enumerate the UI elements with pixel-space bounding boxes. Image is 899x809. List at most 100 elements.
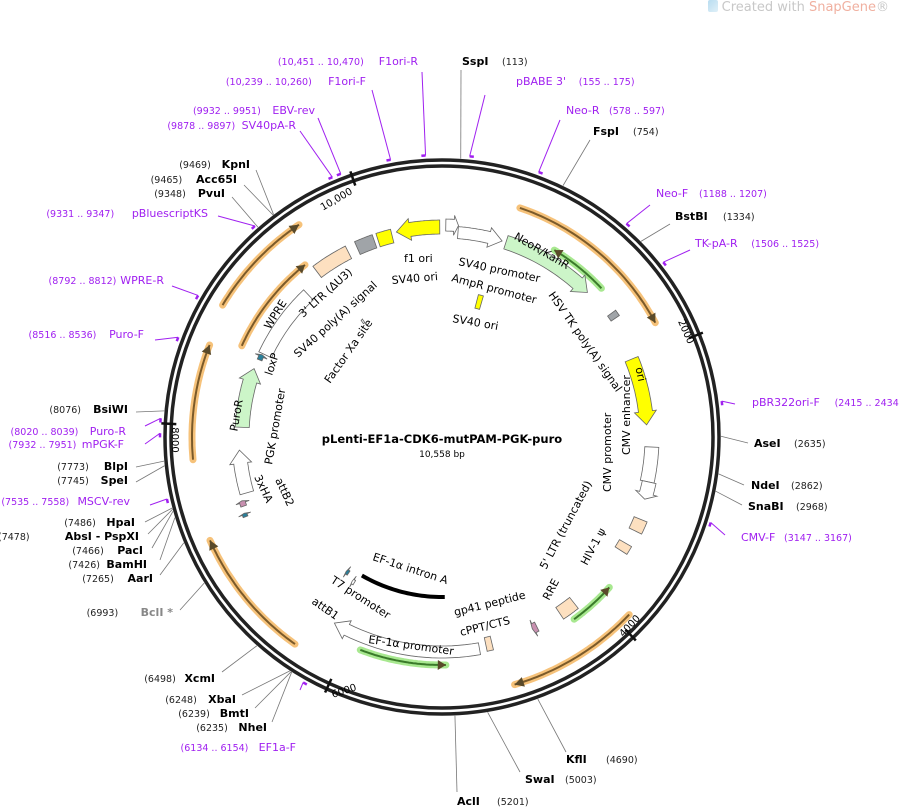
feature-factor-xa-site[interactable] bbox=[360, 318, 366, 325]
feature-loxp[interactable] bbox=[255, 353, 268, 362]
primer[interactable]: TK-pA-R(1506 .. 1525) bbox=[694, 237, 819, 250]
feature-5-ltr-truncated[interactable] bbox=[628, 516, 648, 535]
site-name: SwaI bbox=[525, 773, 555, 786]
plasmid-name: pLenti-EF1a-CDK6-mutPAM-PGK-puro bbox=[322, 432, 562, 446]
restriction-site[interactable]: BstBI(1334) bbox=[675, 210, 755, 223]
site-name: BclI * bbox=[141, 606, 174, 619]
feature-pgk-promoter[interactable] bbox=[228, 449, 255, 496]
restriction-site[interactable]: NdeI(2862) bbox=[751, 479, 823, 492]
primer-name: CMV-F bbox=[741, 531, 775, 544]
feature-neor-kanr[interactable] bbox=[503, 235, 588, 293]
orf-arrowhead-icon bbox=[646, 312, 656, 323]
site-leader-line bbox=[135, 460, 165, 468]
primer[interactable]: EBV-rev(9932 .. 9951) bbox=[193, 104, 316, 117]
primer[interactable]: WPRE-R(8792 .. 8812) bbox=[49, 274, 165, 287]
primer[interactable]: SV40pA-R(9878 .. 9897) bbox=[167, 119, 296, 132]
feature-sv40-poly-a-signal[interactable] bbox=[353, 234, 378, 256]
site-leader-line bbox=[135, 410, 165, 413]
restriction-site[interactable]: BamHI(7426) bbox=[68, 558, 147, 571]
feature-attb1[interactable] bbox=[349, 575, 357, 588]
primer[interactable]: mPGK-F(7932 .. 7951) bbox=[9, 438, 124, 451]
feature-cmv-promoter[interactable] bbox=[634, 480, 659, 500]
restriction-site[interactable]: Acc65I(9465) bbox=[151, 173, 237, 186]
site-name: NheI bbox=[238, 721, 267, 734]
primer[interactable]: Neo-R(578 .. 597) bbox=[566, 104, 665, 117]
primer[interactable]: CMV-F(3147 .. 3167) bbox=[741, 531, 852, 544]
feature-sv40-ori[interactable] bbox=[375, 228, 395, 248]
primer[interactable]: Puro-F(8516 .. 8536) bbox=[29, 328, 144, 341]
site-position: (6993) bbox=[87, 608, 119, 619]
restriction-site[interactable]: AclI(5201) bbox=[457, 795, 529, 808]
feature-label: f1 ori bbox=[404, 252, 433, 265]
primer[interactable]: pBR322ori-F(2415 .. 2434) bbox=[752, 396, 899, 409]
primer[interactable]: MSCV-rev(7535 .. 7558) bbox=[1, 495, 130, 508]
restriction-site[interactable]: BsiWI(8076) bbox=[49, 403, 128, 416]
tick-mark bbox=[624, 628, 637, 642]
primer-binding-mark bbox=[538, 170, 544, 175]
primer[interactable]: pBluescriptKS(9331 .. 9347) bbox=[46, 207, 208, 220]
site-name: BstBI bbox=[675, 210, 708, 223]
primer[interactable]: EF1a-F(6134 .. 6154) bbox=[181, 741, 296, 754]
primer-leader-line bbox=[710, 522, 726, 536]
primer-binding-mark bbox=[165, 498, 170, 504]
restriction-site[interactable]: AseI(2635) bbox=[754, 437, 826, 450]
restriction-site[interactable]: SspI(113) bbox=[462, 55, 528, 68]
feature-puror[interactable] bbox=[234, 368, 262, 429]
restriction-site[interactable]: AarI(7265) bbox=[82, 572, 153, 585]
restriction-site[interactable]: XbaI(6248) bbox=[165, 693, 236, 706]
feature-cmv-enhancer[interactable] bbox=[639, 446, 660, 484]
primer-binding-mark bbox=[336, 172, 342, 177]
feature-gp41-peptide[interactable] bbox=[483, 635, 495, 652]
restriction-site[interactable]: FspI(754) bbox=[593, 125, 659, 138]
feature-f1-ori[interactable] bbox=[395, 217, 441, 242]
tick-mark bbox=[323, 678, 333, 694]
primer[interactable]: Neo-F(1188 .. 1207) bbox=[656, 187, 767, 200]
primer-name: MSCV-rev bbox=[77, 495, 130, 508]
feature-label: SV40 ori bbox=[391, 270, 438, 287]
primer-leader-line bbox=[144, 417, 161, 427]
primer-name: Puro-R bbox=[90, 425, 127, 438]
feature-attb2[interactable] bbox=[238, 511, 251, 519]
primer-leader-line bbox=[663, 249, 691, 263]
primer[interactable]: F1ori-F(10,239 .. 10,260) bbox=[226, 75, 366, 88]
feature-ampr-promoter[interactable] bbox=[445, 215, 459, 236]
restriction-site[interactable]: SwaI(5003) bbox=[525, 773, 597, 786]
primer[interactable]: F1ori-R(10,451 .. 10,470) bbox=[278, 55, 419, 68]
restriction-site[interactable]: AbsI - PspXI(7478) bbox=[0, 530, 139, 543]
feature-hiv-1[interactable] bbox=[614, 539, 633, 555]
feature-3xha[interactable] bbox=[235, 500, 250, 508]
restriction-site[interactable]: BclI * (6993) bbox=[87, 606, 174, 619]
restriction-site[interactable]: XcmI(6498) bbox=[144, 672, 215, 685]
orf-arrowhead-icon bbox=[514, 677, 525, 687]
feature-wpre[interactable] bbox=[258, 289, 314, 359]
restriction-site[interactable]: SnaBI(2968) bbox=[748, 500, 828, 513]
tick-mark bbox=[688, 331, 704, 340]
restriction-site[interactable]: PvuI(9348) bbox=[154, 187, 225, 200]
primer[interactable]: Puro-R(8020 .. 8039) bbox=[11, 425, 127, 438]
restriction-site[interactable]: NheI(6235) bbox=[196, 721, 267, 734]
feature-rre[interactable] bbox=[555, 596, 579, 620]
site-position: (6498) bbox=[144, 674, 176, 685]
restriction-site[interactable]: HpaI(7486) bbox=[64, 516, 135, 529]
primer-range: (10,451 .. 10,470) bbox=[278, 57, 364, 68]
restriction-site[interactable]: BlpI(7773) bbox=[57, 460, 128, 473]
feature-ef-1-promoter[interactable] bbox=[333, 620, 481, 659]
feature-cppt-cts[interactable] bbox=[529, 619, 540, 637]
orf-arrowhead-icon bbox=[201, 344, 212, 355]
feature-ef1a-intron-a[interactable] bbox=[360, 573, 445, 600]
restriction-site[interactable]: SpeI(7745) bbox=[57, 474, 128, 487]
feature-hsv-tk-poly-a-signal[interactable] bbox=[607, 309, 620, 322]
primer-binding-mark bbox=[175, 336, 180, 342]
feature-sv40-promoter[interactable] bbox=[457, 226, 503, 248]
restriction-site[interactable]: KpnI(9469) bbox=[179, 158, 250, 171]
feature-t7-promoter[interactable] bbox=[342, 566, 352, 578]
primer-range: (2415 .. 2434) bbox=[835, 398, 899, 409]
primer-leader-line bbox=[149, 498, 168, 506]
restriction-site[interactable]: BmtI(6239) bbox=[178, 707, 249, 720]
restriction-site[interactable]: PacI(7466) bbox=[72, 544, 143, 557]
primer[interactable]: pBABE 3'(155 .. 175) bbox=[516, 75, 635, 88]
feature-3-ltr-u3[interactable] bbox=[312, 245, 353, 279]
restriction-site[interactable]: KflI(4690) bbox=[566, 753, 638, 766]
feature-sv40-ori[interactable] bbox=[474, 294, 484, 310]
feature-ori[interactable] bbox=[624, 355, 658, 426]
